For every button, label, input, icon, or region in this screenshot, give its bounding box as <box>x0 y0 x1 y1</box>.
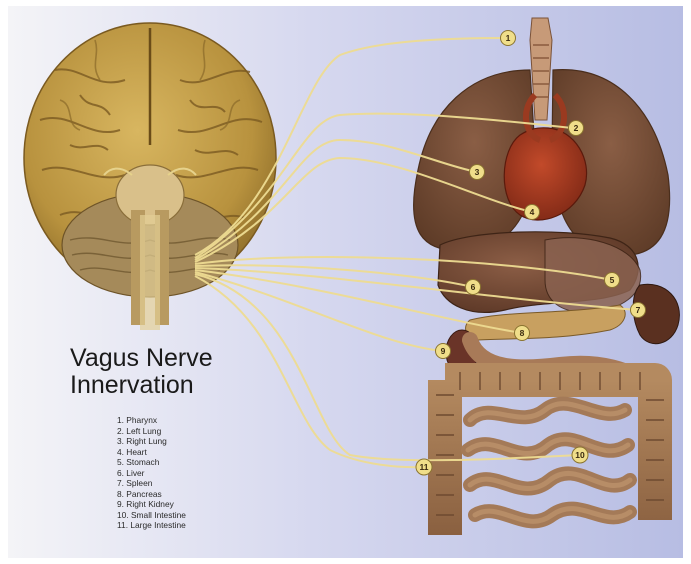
marker-7-label: 7 <box>636 305 641 315</box>
marker-11-label: 11 <box>420 462 429 472</box>
marker-5-label: 5 <box>610 275 615 285</box>
legend-item: 9. Right Kidney <box>117 499 186 510</box>
legend-item: 7. Spleen <box>117 478 186 489</box>
title-line-2: Innervation <box>70 372 194 399</box>
legend-item: 6. Liver <box>117 468 186 479</box>
marker-10: 10 <box>572 447 588 463</box>
title-line-1: Vagus Nerve <box>70 345 213 372</box>
marker-9-label: 9 <box>441 346 446 356</box>
marker-4: 4 <box>525 205 540 220</box>
marker-3: 3 <box>470 165 485 180</box>
marker-1-label: 1 <box>506 33 511 43</box>
marker-7: 7 <box>631 303 646 318</box>
marker-4-label: 4 <box>530 207 535 217</box>
legend-list: 1. Pharynx 2. Left Lung 3. Right Lung 4.… <box>117 415 186 531</box>
marker-10-label: 10 <box>575 450 585 460</box>
legend-item: 4. Heart <box>117 447 186 458</box>
marker-3-label: 3 <box>475 167 480 177</box>
marker-2-label: 2 <box>574 123 579 133</box>
marker-5: 5 <box>605 273 620 288</box>
legend-item: 1. Pharynx <box>117 415 186 426</box>
marker-6-label: 6 <box>471 282 476 292</box>
legend-item: 11. Large Intestine <box>117 520 186 531</box>
marker-2: 2 <box>569 121 584 136</box>
legend-item: 10. Small Intestine <box>117 510 186 521</box>
legend-item: 5. Stomach <box>117 457 186 468</box>
marker-8: 8 <box>515 326 530 341</box>
marker-11: 11 <box>416 459 432 475</box>
legend-item: 8. Pancreas <box>117 489 186 500</box>
marker-9: 9 <box>436 344 451 359</box>
marker-6: 6 <box>466 280 481 295</box>
legend-item: 3. Right Lung <box>117 436 186 447</box>
legend-item: 2. Left Lung <box>117 426 186 437</box>
marker-8-label: 8 <box>520 328 525 338</box>
marker-1: 1 <box>501 31 516 46</box>
